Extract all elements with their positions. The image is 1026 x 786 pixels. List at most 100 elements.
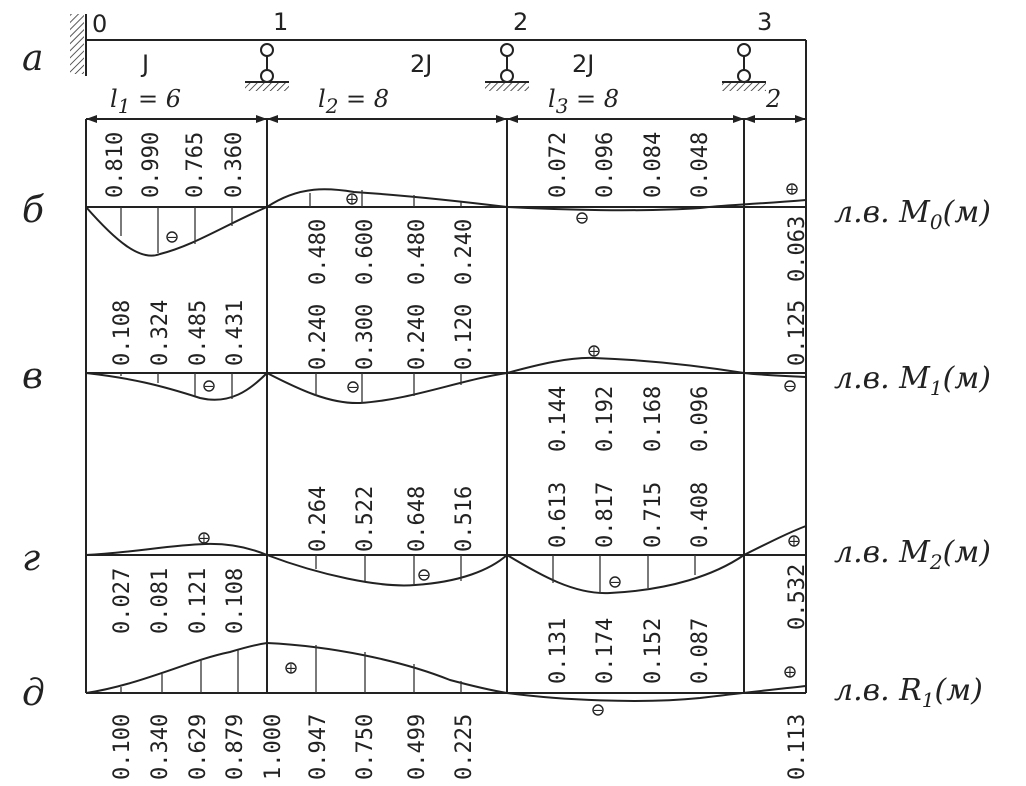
value-v-span2-3: 0.240 <box>405 304 430 370</box>
il-name-m1: л.в. M1(м) <box>834 361 991 400</box>
svg-text:+: + <box>347 193 358 208</box>
stiffness-span-1: J <box>140 50 149 78</box>
span-label-l1: l1 = 6 <box>110 85 181 118</box>
value-g-span2-2: 0.522 <box>353 486 378 552</box>
ordinate-values: 0.810 0.990 0.765 0.360 0.480 0.600 0.48… <box>103 132 810 780</box>
value-g-span3-2: 0.817 <box>593 482 618 548</box>
value-g-span3-3: 0.715 <box>641 482 666 548</box>
value-d-node1: 1.000 <box>261 714 286 780</box>
value-d-span1-4: 0.879 <box>223 714 248 780</box>
fixed-support-hatching <box>70 14 84 74</box>
value-b-span3-2: 0.096 <box>593 132 618 198</box>
value-g-cantilever: 0.532 <box>785 564 810 630</box>
value-d-span3-3: 0.152 <box>641 618 666 684</box>
svg-text:+: + <box>199 532 210 547</box>
svg-text:−: − <box>610 576 621 591</box>
minus-sign-m1-span1: − <box>203 380 215 395</box>
value-g-span1-4: 0.108 <box>223 568 248 634</box>
svg-text:−: − <box>419 569 430 584</box>
row-label-d: д <box>22 673 45 714</box>
value-b-span3-1: 0.072 <box>546 132 571 198</box>
svg-text:−: − <box>204 380 215 395</box>
row-label-a: а <box>22 38 43 79</box>
node-label-3: 3 <box>757 8 772 36</box>
plus-sign-m2-span1: + <box>198 532 210 547</box>
roller-support-2 <box>485 43 529 91</box>
value-g-span1-3: 0.121 <box>186 568 211 634</box>
node-label-2: 2 <box>513 8 528 36</box>
plus-sign-r1-cantilever: + <box>784 666 796 681</box>
minus-sign-m0-span3: − <box>576 212 588 227</box>
value-b-span2-3: 0.480 <box>405 219 430 285</box>
row-label-g: г <box>22 538 40 579</box>
sign-markers: + − − + − − + − + − − + + − + <box>166 183 800 719</box>
minus-sign-m1-span2: − <box>347 381 359 396</box>
node-label-0: 0 <box>92 10 107 38</box>
plus-sign-r1-span2: + <box>285 662 297 677</box>
value-d-span2-2: 0.750 <box>353 714 378 780</box>
svg-text:−: − <box>593 704 604 719</box>
node-label-1: 1 <box>273 8 288 36</box>
value-d-span3-1: 0.131 <box>546 618 571 684</box>
value-b-span2-2: 0.600 <box>353 219 378 285</box>
value-d-span2-4: 0.225 <box>452 714 477 780</box>
minus-sign-r1-span3: − <box>592 704 604 719</box>
il-m2-curve <box>85 525 807 595</box>
value-v-span1-4: 0.431 <box>223 300 248 366</box>
value-b-span1-3: 0.765 <box>183 132 208 198</box>
value-d-span1-3: 0.629 <box>186 714 211 780</box>
plus-sign-m0-span2: + <box>346 193 358 208</box>
il-name-m2: л.в. M2(м) <box>834 535 991 574</box>
value-b-span1-4: 0.360 <box>222 132 247 198</box>
il-m0-curve <box>85 188 807 257</box>
value-b-cantilever: 0.063 <box>785 216 810 282</box>
row-label-b: б <box>22 190 45 231</box>
value-v-span2-4: 0.120 <box>452 304 477 370</box>
plus-sign-m0-cantilever: + <box>786 183 798 198</box>
value-v-span3-4: 0.096 <box>688 386 713 452</box>
value-g-span1-2: 0.081 <box>148 568 173 634</box>
span-dimensions: l1 = 6 l2 = 8 l3 = 8 2 <box>86 85 806 123</box>
il-r1-curve <box>85 642 807 702</box>
roller-support-3 <box>722 43 766 91</box>
svg-text:+: + <box>787 183 798 198</box>
span-label-l3: l3 = 8 <box>548 85 619 118</box>
value-v-span1-1: 0.108 <box>110 300 135 366</box>
minus-sign-m1-cantilever: − <box>784 380 796 395</box>
svg-text:−: − <box>577 212 588 227</box>
value-g-span3-4: 0.408 <box>688 482 713 548</box>
value-d-span3-4: 0.087 <box>688 618 713 684</box>
value-d-span2-1: 0.947 <box>306 714 331 780</box>
value-v-span3-3: 0.168 <box>641 386 666 452</box>
value-v-span2-1: 0.240 <box>306 304 331 370</box>
value-b-span2-1: 0.480 <box>306 219 331 285</box>
value-g-span1-1: 0.027 <box>110 568 135 634</box>
span-label-l2: l2 = 8 <box>318 85 389 118</box>
value-g-span2-3: 0.648 <box>405 486 430 552</box>
value-d-span2-3: 0.499 <box>405 714 430 780</box>
roller-support-1 <box>245 43 289 91</box>
row-label-v: в <box>22 356 43 397</box>
minus-sign-m2-span3: − <box>609 576 621 591</box>
stiffness-span-2: 2J <box>410 50 432 78</box>
value-d-span1-1: 0.100 <box>110 714 135 780</box>
svg-text:+: + <box>286 662 297 677</box>
svg-text:+: + <box>589 345 600 360</box>
value-b-span3-3: 0.084 <box>641 132 666 198</box>
value-g-span2-1: 0.264 <box>306 486 331 552</box>
beam-scheme: 0 1 2 3 J 2J 2J <box>70 8 806 91</box>
value-b-span2-4: 0.240 <box>452 219 477 285</box>
svg-text:+: + <box>789 535 800 550</box>
value-v-span1-3: 0.485 <box>186 300 211 366</box>
support-verticals <box>85 40 807 693</box>
value-b-span1-2: 0.990 <box>139 132 164 198</box>
plus-sign-m1-span3: + <box>588 345 600 360</box>
value-v-span1-2: 0.324 <box>148 300 173 366</box>
value-b-span1-1: 0.810 <box>103 132 128 198</box>
value-g-span3-1: 0.613 <box>546 482 571 548</box>
minus-sign-m2-span2: − <box>418 569 430 584</box>
minus-sign-m0-span1: − <box>166 231 178 246</box>
svg-text:−: − <box>167 231 178 246</box>
svg-text:+: + <box>785 666 796 681</box>
